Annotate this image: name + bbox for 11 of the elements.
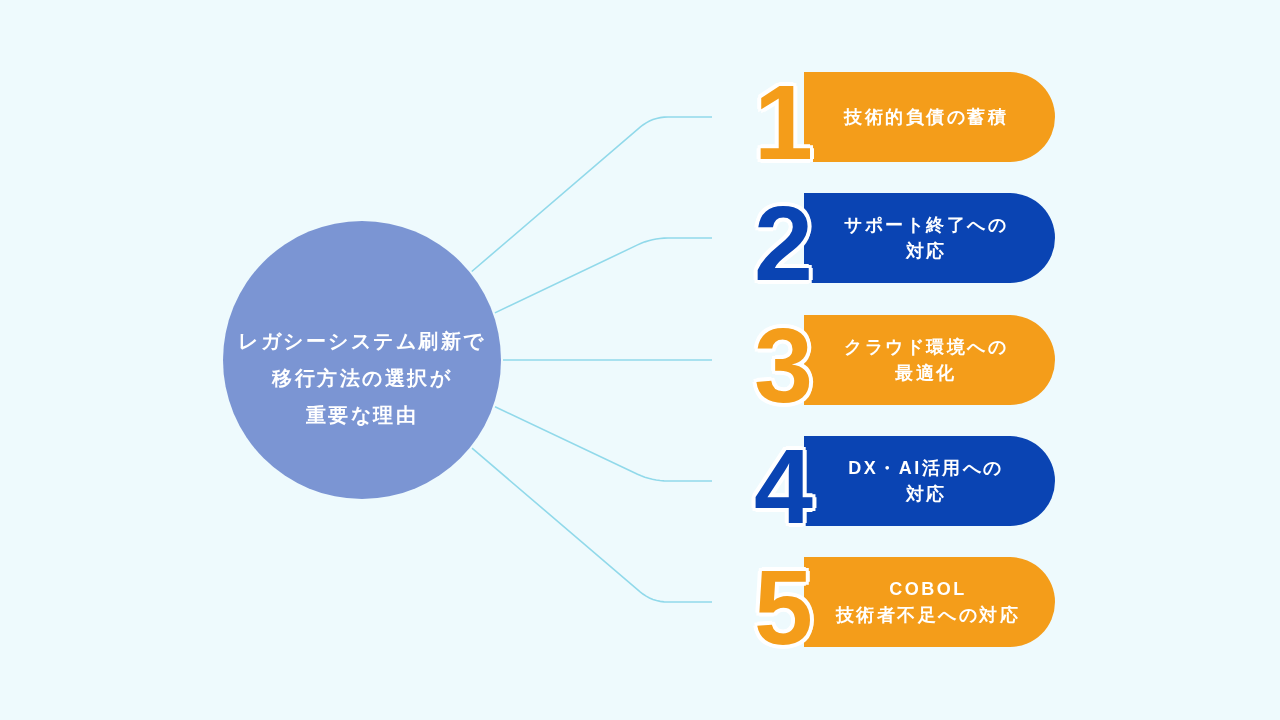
topic-text: レガシーシステム刷新で移行方法の選択が重要な理由 [238,330,486,426]
connector-line [502,359,713,361]
connector-line [494,405,713,482]
reason-text: COBOL 技術者不足への対応 [834,577,1022,627]
reason-text: クラウド環境への最適化 [843,335,1009,385]
connector-line [471,447,713,603]
reason-text: DX・AI活用への対応 [847,456,1005,506]
reason-text: 技術的負債の蓄積 [842,105,1009,129]
connector-line [494,237,713,314]
reason-text: サポート終了への対応 [843,213,1009,263]
connector-line [470,116,713,273]
